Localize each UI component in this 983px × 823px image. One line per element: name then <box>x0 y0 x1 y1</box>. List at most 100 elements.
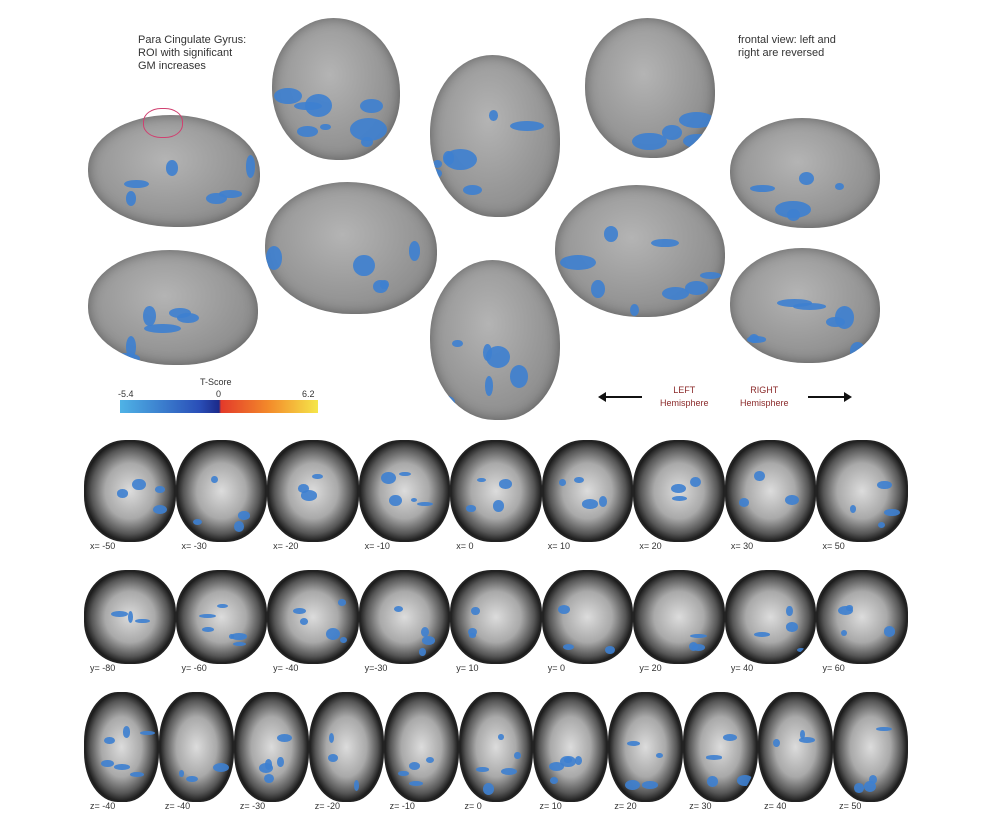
activation-blob <box>233 521 245 533</box>
colorbar-mid: 0 <box>216 389 222 399</box>
brain-slice <box>758 692 834 802</box>
brain-slice <box>608 692 684 802</box>
right-label: RIGHT <box>750 385 779 395</box>
activation-blob <box>300 618 309 625</box>
activation-blob <box>127 610 134 623</box>
activation-blob <box>206 192 227 204</box>
activation-blob <box>691 643 706 652</box>
activation-blob <box>604 226 619 242</box>
brain-slice <box>158 692 234 802</box>
left-label-sub: Hemisphere <box>660 398 709 408</box>
activation-blob <box>864 781 877 793</box>
brain-slice <box>84 440 176 542</box>
brain-view <box>730 118 880 228</box>
frontal-note-line: frontal view: left and <box>738 34 836 46</box>
activation-blob <box>130 772 144 777</box>
activation-blob <box>773 738 781 747</box>
activation-blob <box>884 508 900 516</box>
activation-blob <box>122 726 131 738</box>
activation-blob <box>312 474 323 480</box>
activation-blob <box>849 505 856 513</box>
activation-blob <box>498 734 504 740</box>
activation-blob <box>562 644 575 650</box>
brain-slice <box>450 570 542 664</box>
activation-blob <box>684 281 708 296</box>
activation-blob <box>599 496 608 507</box>
activation-blob <box>452 339 463 348</box>
activation-blob <box>786 605 793 617</box>
activation-blob <box>408 761 421 770</box>
activation-blob <box>689 633 707 638</box>
brain-view <box>430 260 560 420</box>
activation-blob <box>624 779 641 791</box>
activation-blob <box>238 511 250 520</box>
activation-blob <box>126 191 137 207</box>
activation-blob <box>834 306 855 330</box>
brain-view <box>730 248 880 363</box>
activation-blob <box>799 730 805 739</box>
activation-blob <box>360 136 373 148</box>
activation-blob <box>834 182 844 190</box>
activation-blob <box>380 279 390 289</box>
activation-blob <box>492 500 505 512</box>
activation-blob <box>661 125 683 141</box>
activation-blob <box>558 479 566 486</box>
activation-blob <box>798 736 816 743</box>
activation-blob <box>626 740 640 746</box>
activation-blob <box>304 93 333 118</box>
activation-blob <box>705 755 723 760</box>
activation-blob <box>132 478 146 491</box>
colorbar-min: -5.4 <box>118 389 134 399</box>
activation-blob <box>298 484 310 494</box>
right-arrow-icon <box>808 396 846 398</box>
activation-blob <box>293 607 307 615</box>
activation-blob <box>462 185 482 196</box>
slice-coordinate-label: z= -30 <box>239 801 266 811</box>
activation-blob <box>398 471 412 477</box>
activation-blob <box>143 323 181 333</box>
activation-blob <box>838 605 854 615</box>
activation-blob <box>408 781 423 786</box>
roi-note-line: Para Cingulate Gyrus: <box>138 34 247 46</box>
slice-coordinate-label: x= 50 <box>822 541 845 551</box>
slice-coordinate-label: z= -20 <box>314 801 340 811</box>
activation-blob <box>422 635 436 645</box>
brain-slice <box>816 570 908 664</box>
activation-blob <box>699 271 721 280</box>
slice-coordinate-label: y= 0 <box>547 663 566 673</box>
activation-blob <box>420 626 430 638</box>
slice-coordinate-label: y= 40 <box>730 663 754 673</box>
activation-blob <box>574 755 583 766</box>
activation-blob <box>408 240 421 261</box>
activation-blob <box>632 132 668 151</box>
brain-slice <box>175 570 268 664</box>
brain-slice <box>267 570 359 664</box>
slice-coordinate-label: y= 60 <box>822 663 845 673</box>
activation-blob <box>466 505 476 512</box>
activation-blob <box>233 642 247 647</box>
activation-blob <box>397 770 409 777</box>
activation-blob <box>169 307 191 318</box>
right-arrowhead-icon <box>844 392 852 402</box>
activation-blob <box>475 767 489 772</box>
activation-blob <box>792 303 827 310</box>
slice-coordinate-label: x= -30 <box>181 541 207 551</box>
activation-blob <box>101 759 114 767</box>
activation-blob <box>325 627 341 640</box>
right-hemisphere-label: RIGHT Hemisphere <box>740 384 789 410</box>
activation-blob <box>411 497 418 502</box>
brain-view <box>88 250 258 365</box>
activation-blob <box>564 757 573 763</box>
activation-blob <box>266 246 283 270</box>
activation-blob <box>152 504 168 515</box>
brain-slice <box>724 440 817 542</box>
activation-blob <box>690 476 701 487</box>
brain-slice <box>724 570 817 664</box>
activation-blob <box>126 335 137 359</box>
activation-blob <box>218 190 242 198</box>
activation-blob <box>264 758 272 770</box>
slice-coordinate-label: z= 0 <box>464 801 482 811</box>
activation-blob <box>750 184 776 193</box>
brain-slice <box>383 692 459 802</box>
